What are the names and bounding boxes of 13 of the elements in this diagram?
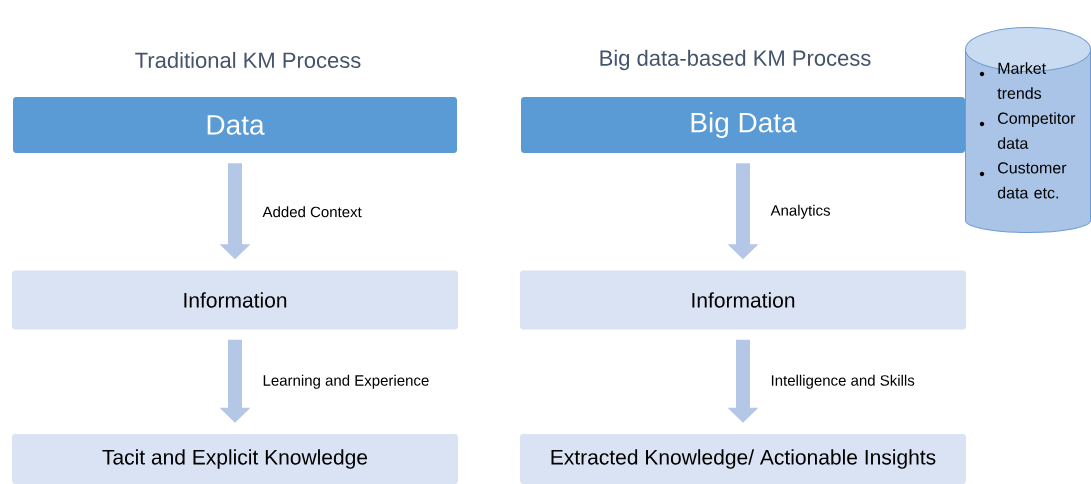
process-box: Information	[12, 270, 458, 330]
process-box: Extracted Knowledge/ Actionable Insights	[520, 434, 966, 484]
process-box: Big Data	[521, 97, 965, 153]
process-box: Data	[13, 97, 457, 153]
edge-label: Learning and Experience	[263, 374, 429, 389]
edge-label: Analytics	[770, 204, 830, 219]
column-title: Big data-based KM Process	[600, 49, 871, 71]
process-box: Tacit and Explicit Knowledge	[12, 434, 458, 484]
database-cylinder: Market trends Competitor data Customer data etc.	[965, 27, 1091, 233]
column-title: Traditional KM Process	[135, 51, 361, 69]
edge-label: Added Context	[262, 206, 362, 218]
process-box: Information	[520, 270, 966, 330]
edge-label: Intelligence and Skills	[771, 374, 915, 389]
